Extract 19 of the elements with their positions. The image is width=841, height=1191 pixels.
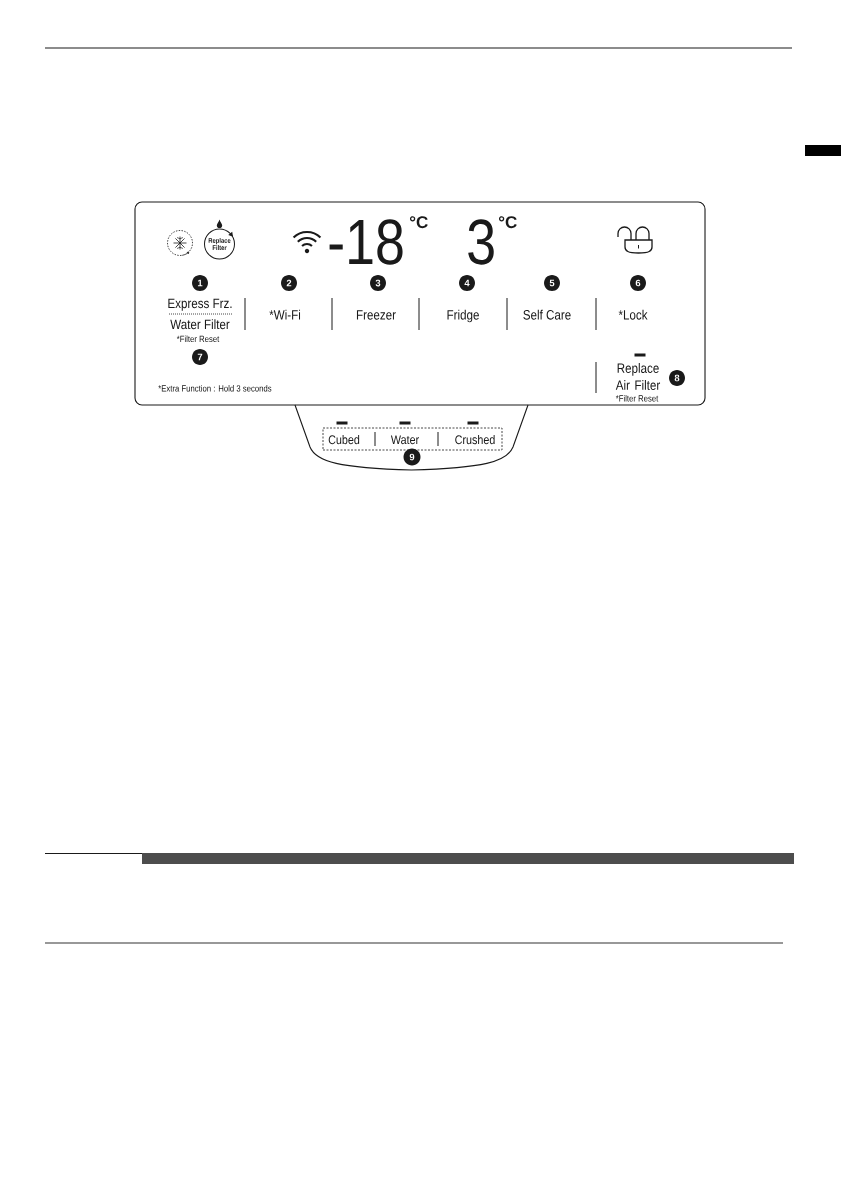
callout-number: 5 (544, 275, 560, 291)
temperature-reading: -18 (329, 219, 403, 265)
callout-number: 7 (192, 349, 208, 365)
unit-label: °C (409, 216, 428, 229)
callout-number: 4 (459, 275, 475, 291)
dispenser-panel (294, 404, 529, 471)
unit-label: °C (498, 216, 517, 229)
note-text: *Filter Reset (615, 395, 659, 402)
callout-number: 2 (281, 275, 297, 291)
control-panel (134, 201, 706, 406)
callout-number: 8 (669, 370, 685, 386)
button-label: Water Filter (170, 319, 230, 330)
callout-number: 6 (630, 275, 646, 291)
callout-number: 9 (403, 448, 421, 466)
dashed-box: Cubed Water Crushed (322, 427, 503, 451)
temperature-reading: 3 (468, 219, 494, 265)
footnote: *Extra Function : Hold 3 seconds (158, 385, 272, 392)
callout-number: 3 (370, 275, 386, 291)
callout-number: 1 (192, 275, 208, 291)
